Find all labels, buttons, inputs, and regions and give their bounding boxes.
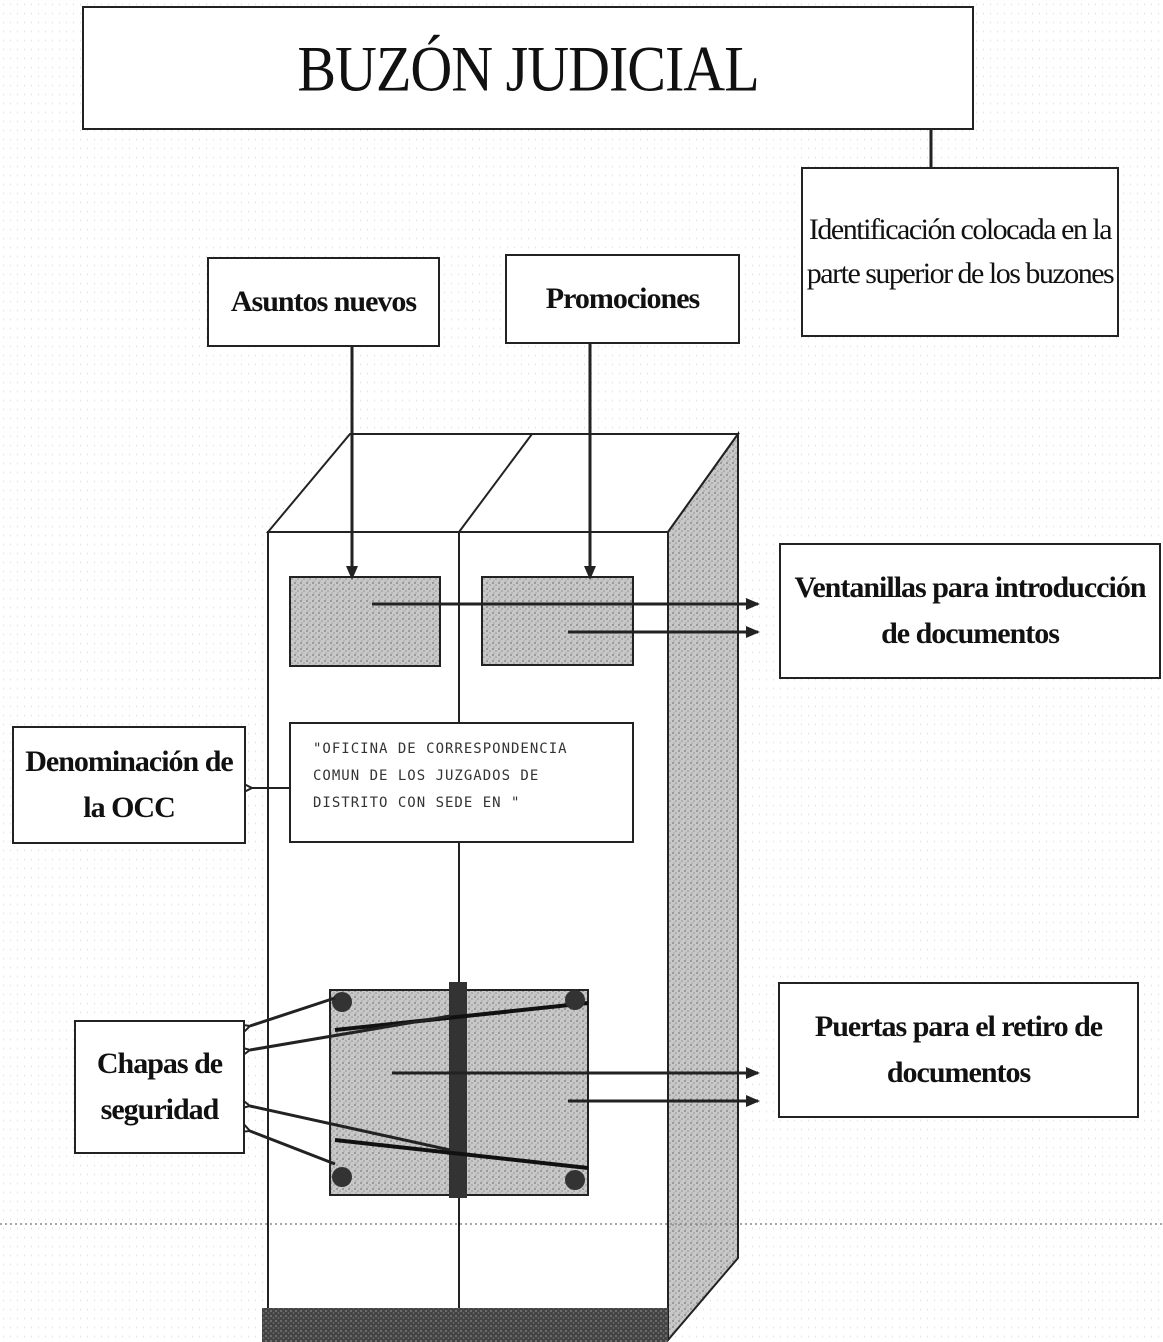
promociones-label: Promociones: [545, 282, 700, 315]
lock-bottom-left: [332, 1167, 352, 1187]
identificacion-label: Identificación colocada en la parte supe…: [806, 213, 1115, 290]
lock-top-left: [332, 992, 352, 1012]
page-title: BUZÓN JUDICIAL: [297, 31, 759, 105]
lock-top-right: [565, 990, 585, 1010]
retrieval-doors: [329, 982, 589, 1198]
ventanillas-label-box: Ventanillas para introducción de documen…: [779, 543, 1161, 679]
puertas-label: Puertas para el retiro de documentos: [814, 1010, 1103, 1089]
asuntos-nuevos-label-box: Asuntos nuevos: [207, 257, 440, 347]
window-slot-left: [289, 576, 441, 667]
cabinet-side-face: [667, 430, 739, 1342]
cabinet-top-face: [265, 433, 740, 533]
identificacion-label-box: Identificación colocada en la parte supe…: [801, 167, 1119, 337]
window-slot-right: [481, 576, 634, 666]
denominacion-label-box: Denominación de la OCC: [12, 726, 246, 844]
chapas-label-box: Chapas de seguridad: [74, 1020, 245, 1154]
title-box: BUZÓN JUDICIAL: [82, 6, 974, 130]
chapas-label: Chapas de seguridad: [96, 1047, 223, 1126]
puertas-label-box: Puertas para el retiro de documentos: [778, 982, 1139, 1118]
denominacion-label: Denominación de la OCC: [25, 745, 234, 824]
asuntos-nuevos-label: Asuntos nuevos: [230, 285, 417, 318]
lock-bottom-right: [565, 1170, 585, 1190]
cabinet-base: [262, 1308, 668, 1342]
promociones-label-box: Promociones: [505, 254, 740, 344]
arrows-locks-to-chapas: [250, 996, 451, 1166]
occ-sign-plate: "OFICINA DE CORRESPONDENCIA COMUN DE LOS…: [289, 722, 634, 843]
ventanillas-label: Ventanillas para introducción de documen…: [794, 571, 1146, 650]
